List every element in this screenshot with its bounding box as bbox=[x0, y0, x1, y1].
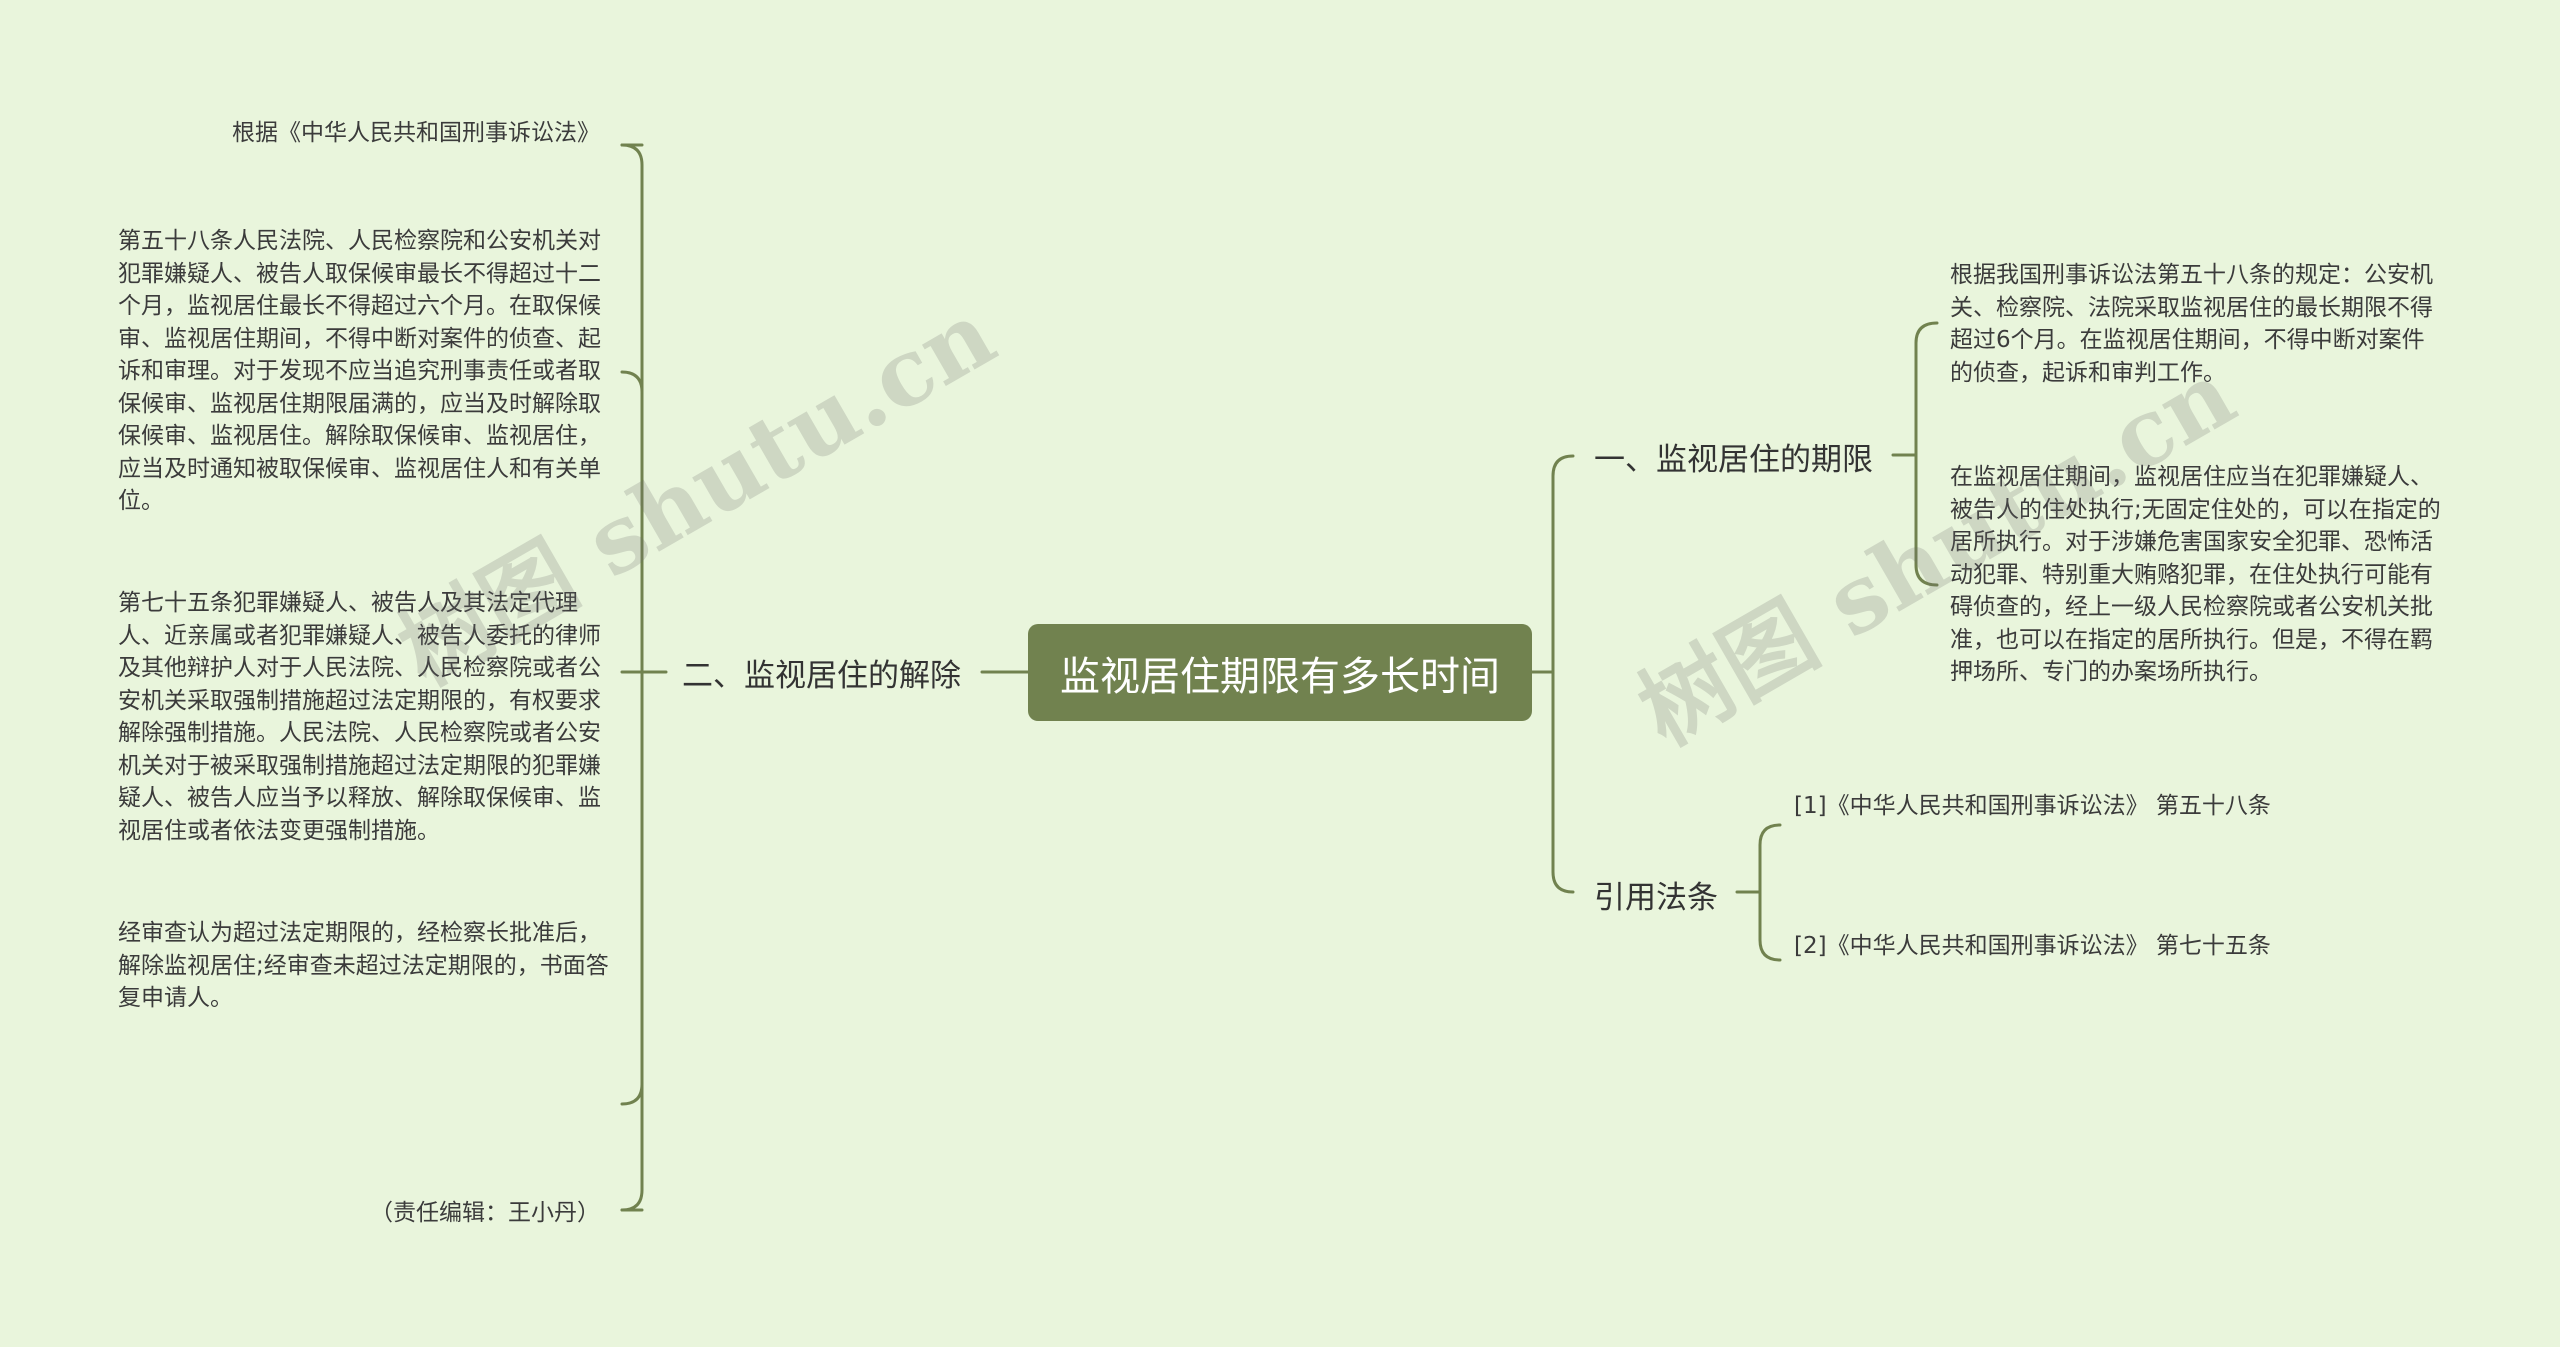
left-leaf-1: 根据《中华人民共和国刑事诉讼法》 bbox=[232, 120, 600, 146]
right-1-leaf-2: 在监视居住期间，监视居住应当在犯罪嫌疑人、被告人的住处执行;无固定住处的，可以在… bbox=[1950, 464, 2441, 685]
right-branch-2-label: 引用法条 bbox=[1594, 880, 1718, 916]
left-branch-node[interactable]: 二、监视居住的解除 bbox=[682, 650, 961, 695]
left-bracket bbox=[620, 143, 644, 1212]
right-2-leaf-2: [2]《中华人民共和国刑事诉讼法》 第七十五条 bbox=[1794, 933, 2271, 959]
right-branch-1-node[interactable]: 一、监视居住的期限 bbox=[1594, 434, 1873, 479]
left-leaf-2: 第五十八条人民法院、人民检察院和公安机关对犯罪嫌疑人、被告人取保候审最长不得超过… bbox=[118, 228, 601, 514]
right-1-leaf-1: 根据我国刑事诉讼法第五十八条的规定：公安机关、检察院、法院采取监视居住的最长期限… bbox=[1950, 262, 2433, 386]
left-branch-label: 二、监视居住的解除 bbox=[682, 658, 961, 694]
root-node[interactable]: 监视居住期限有多长时间 bbox=[1028, 624, 1532, 721]
right-bracket-1 bbox=[1914, 321, 1939, 587]
right-bracket-2 bbox=[1758, 823, 1782, 962]
left-leaf-5: （责任编辑：王小丹） bbox=[370, 1200, 600, 1226]
right-branch-2-node[interactable]: 引用法条 bbox=[1594, 872, 1718, 917]
right-2-leaf-1: [1]《中华人民共和国刑事诉讼法》 第五十八条 bbox=[1794, 793, 2271, 819]
right-bracket bbox=[1551, 454, 1575, 894]
root-title: 监视居住期限有多长时间 bbox=[1060, 653, 1500, 700]
left-leaf-3: 第七十五条犯罪嫌疑人、被告人及其法定代理人、近亲属或者犯罪嫌疑人、被告人委托的律… bbox=[118, 590, 601, 844]
left-tick-2 bbox=[620, 370, 644, 394]
left-leaf-4: 经审查认为超过法定期限的，经检察长批准后，解除监视居住;经审查未超过法定期限的，… bbox=[118, 920, 609, 1011]
right-branch-1-label: 一、监视居住的期限 bbox=[1594, 442, 1873, 478]
left-tick-4 bbox=[620, 1082, 644, 1106]
